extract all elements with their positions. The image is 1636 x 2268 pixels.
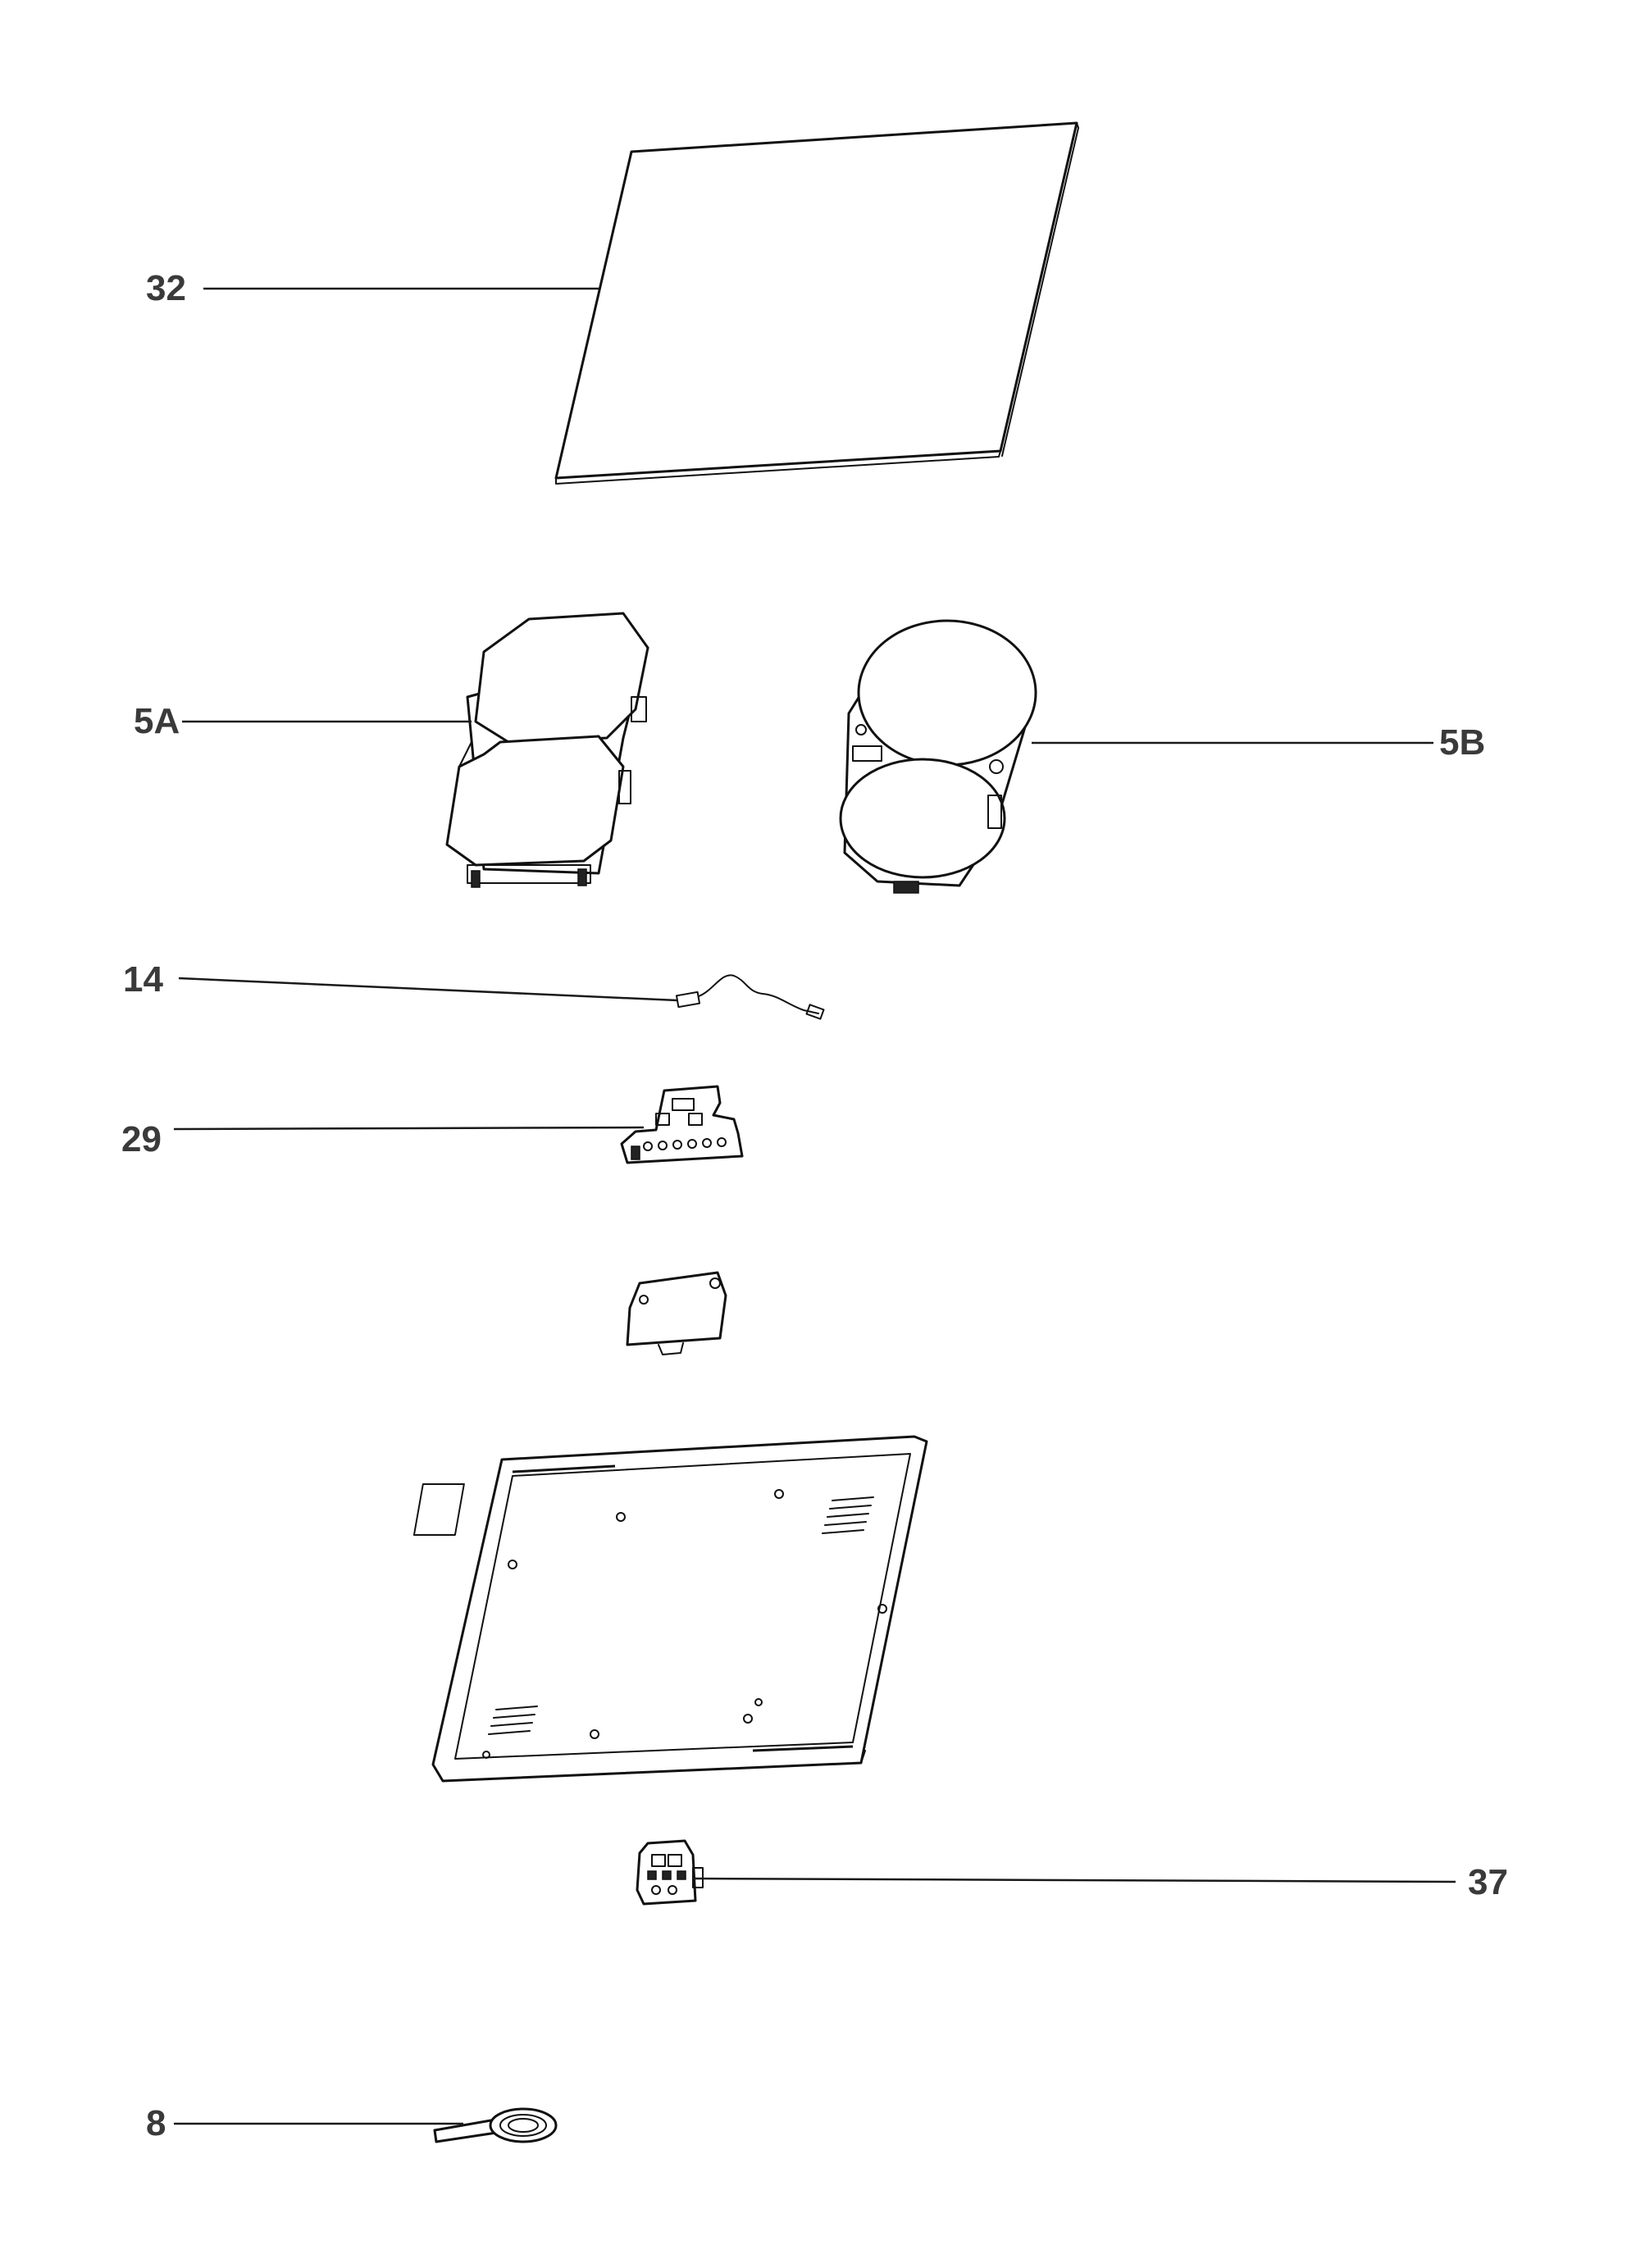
- terminal-holes: [643, 1137, 727, 1151]
- bottom-tray: [412, 1435, 928, 1783]
- sealing-tape-roll: [433, 2107, 558, 2143]
- floor-vent-left: [488, 1706, 538, 1735]
- callout-label-5b: 5B: [1439, 722, 1485, 763]
- coil-assembly-5a: [445, 612, 649, 888]
- callout-label-37: 37: [1468, 1862, 1508, 1902]
- leader-line-37: [692, 1877, 1456, 1883]
- callout-label-8: 8: [146, 2103, 166, 2143]
- terminal-block-board: [620, 1085, 744, 1164]
- terminal-connector-box: [636, 1839, 704, 1906]
- coil-assembly-5b: [839, 619, 1037, 894]
- callout-label-14: 14: [123, 959, 163, 1000]
- leader-line-29: [173, 1126, 645, 1131]
- callout-label-5a: 5A: [134, 701, 180, 741]
- floor-vent-right: [822, 1496, 874, 1534]
- sensor-cable: [675, 974, 825, 1020]
- leader-line-14: [178, 977, 678, 1002]
- callout-label-32: 32: [146, 268, 186, 308]
- cover-plate: [626, 1271, 727, 1355]
- glass-top-plate: [554, 121, 1079, 485]
- callout-label-29: 29: [121, 1119, 162, 1159]
